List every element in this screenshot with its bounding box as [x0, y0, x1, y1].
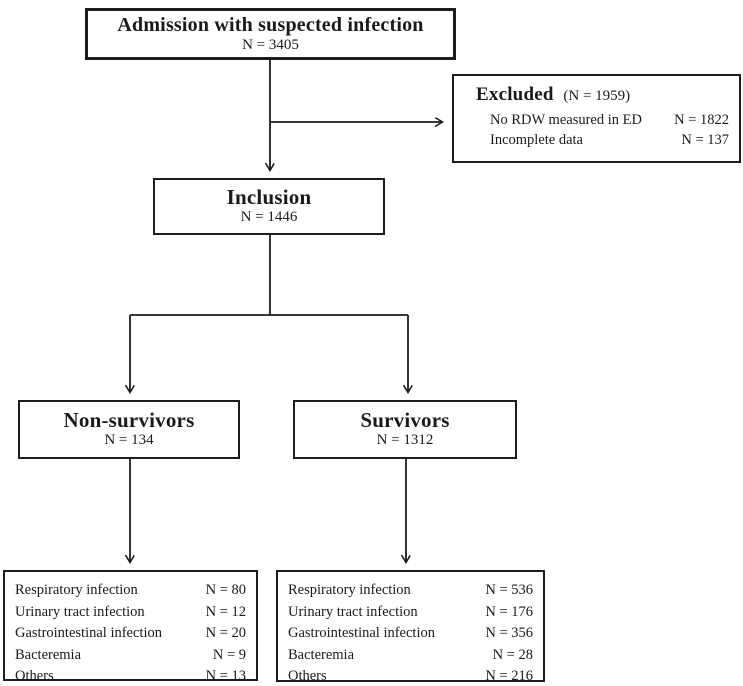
non-survivors-n: N = 134: [104, 432, 154, 448]
non-survivors-box: Non-survivors N = 134: [18, 400, 240, 459]
outcome-value: N = 216: [485, 668, 533, 684]
survivors-box: Survivors N = 1312: [293, 400, 517, 459]
outcome-label: Others: [15, 668, 54, 684]
excluded-row: Incomplete data N = 137: [476, 130, 729, 150]
outcome-row: Gastrointestinal infection N = 20: [15, 623, 246, 645]
outcome-row: Respiratory infection N = 536: [288, 580, 533, 602]
outcome-label: Others: [288, 668, 327, 684]
non-survivor-outcomes-box: Respiratory infection N = 80 Urinary tra…: [3, 570, 258, 684]
excluded-title-line: Excluded (N = 1959): [476, 84, 729, 106]
outcome-value: N = 176: [485, 603, 533, 620]
outcome-value: N = 28: [492, 646, 533, 663]
outcome-label: Gastrointestinal infection: [15, 625, 162, 641]
outcome-row: Respiratory infection N = 80: [15, 580, 246, 602]
outcome-label: Respiratory infection: [15, 582, 138, 598]
excluded-box: Excluded (N = 1959) No RDW measured in E…: [452, 74, 741, 163]
survivors-n: N = 1312: [376, 432, 434, 448]
outcome-label: Urinary tract infection: [288, 603, 418, 620]
outcome-row: Urinary tract infection N = 12: [15, 602, 246, 624]
outcome-label: Gastrointestinal infection: [288, 625, 435, 641]
outcome-row: Gastrointestinal infection N = 356: [288, 623, 533, 645]
outcome-label: Bacteremia: [288, 646, 355, 663]
outcome-value: N = 20: [205, 625, 246, 641]
outcome-row: Bacteremia N = 9: [15, 645, 246, 667]
inclusion-title: Inclusion: [226, 185, 312, 209]
outcome-row: Others N = 13: [15, 666, 246, 686]
excluded-row-value: N = 137: [681, 132, 729, 148]
excluded-row-label: Incomplete data: [490, 132, 583, 148]
excluded-row: No RDW measured in ED N = 1822: [476, 110, 729, 130]
inclusion-box: Inclusion N = 1446: [153, 178, 385, 235]
outcome-value: N = 536: [485, 582, 533, 598]
survivors-title: Survivors: [360, 408, 450, 432]
excluded-row-label: No RDW measured in ED: [490, 112, 642, 128]
admission-n: N = 3405: [242, 36, 299, 53]
outcome-label: Respiratory infection: [288, 582, 411, 598]
excluded-row-value: N = 1822: [674, 112, 729, 128]
outcome-value: N = 12: [205, 603, 246, 620]
admission-title: Admission with suspected infection: [117, 13, 424, 36]
outcome-label: Bacteremia: [15, 646, 82, 663]
outcome-value: N = 9: [212, 646, 246, 663]
outcome-row: Others N = 216: [288, 666, 533, 686]
inclusion-n: N = 1446: [240, 209, 298, 225]
outcome-label: Urinary tract infection: [15, 603, 145, 620]
outcome-row: Bacteremia N = 28: [288, 645, 533, 667]
outcome-row: Urinary tract infection N = 176: [288, 602, 533, 624]
outcome-value: N = 13: [205, 668, 246, 684]
excluded-title: Excluded: [476, 84, 554, 105]
survivor-outcomes-box: Respiratory infection N = 536 Urinary tr…: [276, 570, 545, 684]
non-survivors-title: Non-survivors: [63, 408, 195, 432]
outcome-value: N = 356: [485, 625, 533, 641]
admission-box: Admission with suspected infection N = 3…: [85, 8, 456, 60]
outcome-value: N = 80: [205, 582, 246, 598]
excluded-n: (N = 1959): [563, 88, 631, 104]
